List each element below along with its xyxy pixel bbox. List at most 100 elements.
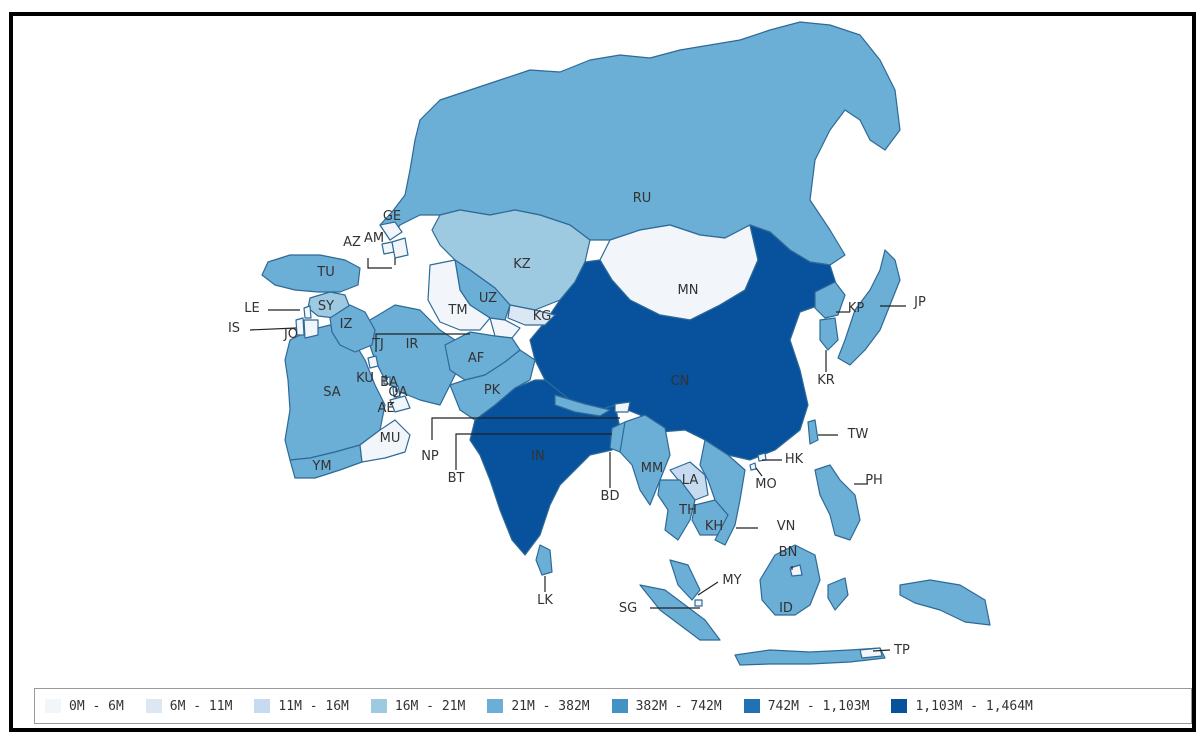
leader-line — [375, 333, 470, 352]
leader-line — [367, 258, 392, 269]
country-kg[interactable] — [507, 304, 556, 326]
country-tm[interactable] — [427, 259, 491, 331]
country-label-iz: IZ — [340, 317, 353, 332]
country-ru[interactable] — [379, 21, 901, 266]
country-label-hk: HK — [785, 452, 804, 467]
country-label-uz: UZ — [479, 291, 497, 306]
leader-line — [697, 581, 719, 596]
country-label-mm: MM — [641, 461, 663, 476]
legend-label: 0M - 6M — [69, 698, 124, 714]
country-is[interactable] — [295, 317, 305, 336]
legend-swatch — [487, 699, 504, 713]
country-label-bd: BD — [601, 489, 620, 504]
country-label-ku: KU — [356, 371, 374, 386]
country-label-bn: BN — [779, 545, 798, 560]
country-label-kz: KZ — [513, 257, 531, 272]
country-az[interactable] — [391, 237, 409, 259]
country-label-tw: TW — [847, 427, 869, 442]
leader-line — [431, 417, 620, 440]
country-label-vn: VN — [777, 519, 796, 534]
country-label-lk: LK — [537, 593, 553, 608]
legend-swatch — [743, 699, 760, 713]
legend-swatch — [370, 699, 387, 713]
country-jo[interactable] — [303, 319, 319, 339]
country-le[interactable] — [303, 305, 312, 319]
country-tu[interactable] — [261, 254, 361, 293]
country-kr[interactable] — [819, 317, 839, 351]
country-label-jp: JP — [913, 295, 926, 310]
country-in[interactable] — [469, 379, 621, 556]
country-bt[interactable] — [614, 401, 631, 413]
country-label-kh: KH — [705, 519, 723, 534]
country-lk[interactable] — [535, 544, 553, 576]
legend-label: 1,103M - 1,464M — [915, 698, 1033, 714]
country-label-ru: RU — [633, 191, 652, 206]
legend-item: 742M - 1,103M — [743, 698, 870, 714]
country-id[interactable] — [639, 544, 991, 666]
legend-item: 1,103M - 1,464M — [891, 698, 1033, 714]
legend-label: 742M - 1,103M — [767, 698, 870, 714]
leader-line — [389, 401, 395, 406]
legend-item: 21M - 382M — [487, 699, 590, 714]
country-label-az: AZ — [343, 235, 361, 250]
country-label-af: AF — [468, 351, 484, 366]
legend-swatch — [254, 699, 271, 713]
country-bn[interactable] — [789, 564, 803, 577]
country-label-is: IS — [228, 321, 240, 336]
leader-line — [872, 649, 891, 652]
legend-item: 382M - 742M — [611, 698, 722, 714]
country-label-sg: SG — [619, 601, 637, 616]
legend-item: 6M - 11M — [145, 698, 233, 714]
country-vn[interactable] — [699, 439, 746, 546]
country-label-ym: YM — [311, 459, 331, 474]
country-label-am: AM — [364, 231, 384, 246]
leader-line — [249, 327, 297, 331]
legend-swatch — [145, 699, 162, 713]
legend-label: 6M - 11M — [169, 698, 233, 714]
country-tj[interactable] — [489, 317, 521, 339]
country-label-in: IN — [531, 449, 545, 464]
country-label-tm: TM — [447, 303, 467, 318]
country-label-kp: KP — [848, 301, 865, 316]
country-label-ir: IR — [406, 337, 419, 352]
country-label-qa: QA — [388, 385, 407, 400]
country-tw[interactable] — [807, 419, 819, 445]
country-label-tj: TJ — [371, 337, 384, 352]
leader-line — [755, 467, 763, 477]
country-label-ph: PH — [865, 473, 883, 488]
country-jp[interactable] — [837, 249, 901, 366]
country-label-sy: SY — [318, 299, 334, 314]
country-label-ae: AE — [377, 401, 394, 416]
legend-label: 382M - 742M — [635, 698, 722, 714]
country-mu[interactable] — [359, 419, 411, 463]
legend-swatch — [611, 699, 628, 713]
country-mm[interactable] — [619, 414, 671, 506]
country-label-kr: KR — [817, 373, 835, 388]
country-label-ba: BA — [380, 375, 398, 390]
country-mo[interactable] — [749, 462, 757, 471]
legend-swatch — [45, 699, 61, 713]
country-label-pk: PK — [484, 383, 501, 398]
country-label-th: TH — [678, 503, 697, 518]
legend-item: 16M - 21M — [370, 698, 466, 714]
legend-swatch — [891, 699, 908, 713]
country-label-mn: MN — [678, 283, 699, 298]
country-kp[interactable] — [814, 281, 846, 319]
country-ph[interactable] — [814, 464, 861, 541]
country-ae[interactable] — [389, 395, 411, 413]
country-my[interactable] — [669, 559, 701, 601]
country-ge[interactable] — [379, 221, 403, 241]
country-label-np: NP — [421, 449, 439, 464]
country-th[interactable] — [657, 479, 696, 541]
country-iz[interactable] — [329, 304, 376, 353]
legend-item: 11M - 16M — [254, 699, 349, 714]
legend-label: 16M - 21M — [394, 698, 466, 714]
country-label-mo: MO — [755, 477, 776, 492]
country-sg[interactable] — [694, 599, 703, 607]
country-label-mu: MU — [380, 431, 401, 446]
country-label-tp: TP — [893, 643, 910, 658]
country-ku[interactable] — [367, 355, 379, 369]
country-np[interactable] — [554, 394, 611, 417]
country-tp[interactable] — [859, 647, 883, 659]
